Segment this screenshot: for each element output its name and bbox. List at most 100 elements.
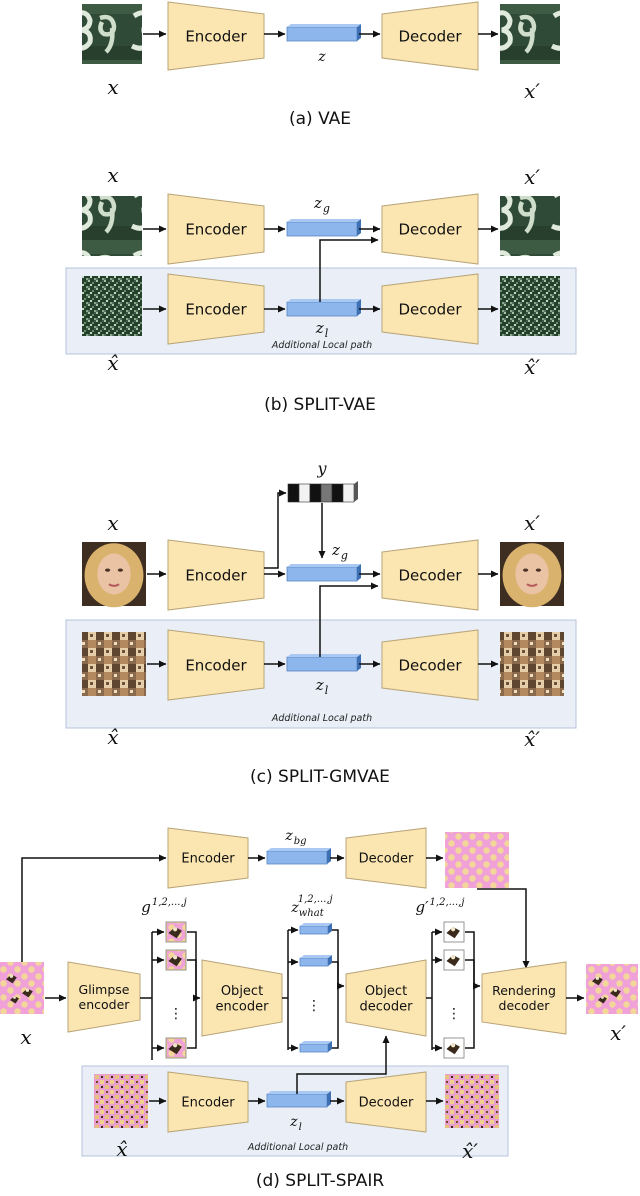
- splitvae-latent-zl-front: [286, 301, 358, 317]
- splitvae-arrow-local-to-decoder: [319, 236, 379, 302]
- splitvae-x-hat-prime-label: x̂′: [524, 355, 540, 379]
- gmvae-encoder-global-label: Encoder: [185, 566, 247, 584]
- splitvae-latent-zl-top: [287, 299, 361, 302]
- spair-glimpse-merge-0: [187, 931, 197, 998]
- spair-glimpse-encoder-label-1: Glimpse: [79, 982, 130, 997]
- spair-object-encoder-label-2: encoder: [216, 999, 270, 1014]
- gmvae-local-path-label: Additional Local path: [271, 713, 372, 724]
- gmvae-y-onehot: [287, 481, 358, 503]
- spair-zbg-label: zbg: [284, 828, 306, 847]
- vae-x-prime-label: x′: [524, 79, 540, 103]
- splitvae-zg-label: zg: [313, 194, 330, 215]
- gmvae-output-face-eye-l: [523, 568, 529, 572]
- vae-decoder: [381, 1, 479, 71]
- vae-x-label: x: [107, 75, 118, 99]
- spair-glimpse-merge-1: [187, 959, 197, 998]
- spair-glimpse-j-object: [168, 1043, 182, 1055]
- splitvae-output-image: [500, 196, 560, 256]
- spair-glimpse-1-object: [168, 927, 182, 939]
- math-script: bg: [294, 836, 307, 847]
- gmvae-latent-zg-front: [286, 566, 358, 582]
- math-script: l: [325, 327, 329, 340]
- gmvae-x-hat-label: x̂: [107, 725, 118, 749]
- splitvae-decoder-global-label: Decoder: [398, 220, 462, 238]
- spair-input-object-2: [22, 988, 33, 998]
- vae-encoder-label: Encoder: [185, 27, 247, 45]
- spair-glimpse-ellipsis: ⋮: [169, 1006, 183, 1022]
- gmvae-latent-zg-top: [287, 564, 361, 567]
- math-script: g: [323, 202, 330, 215]
- vae-latent-z: [286, 24, 361, 42]
- spair-gprime-1-object: [446, 927, 460, 939]
- spair-gprime-1-object-spot: [451, 927, 456, 932]
- math-script: 1,2,...,j: [430, 897, 465, 908]
- spair-output-object-3: [598, 996, 607, 1004]
- spair-x-hat-prime-label: x̂′: [462, 1139, 478, 1163]
- spair-input-object-2-spot: [25, 988, 30, 992]
- spair-latent-zl-front: [266, 1093, 328, 1108]
- spair-rendering-decoder-label-2: decoder: [499, 998, 551, 1013]
- gmvae-decoder-global: [381, 539, 479, 611]
- spair-arrow-bg-to-render: [477, 888, 530, 969]
- splitvae-latent-zl: [286, 299, 361, 317]
- splitvae-latent-zg-top: [287, 219, 361, 222]
- spair-input-object-1: [6, 974, 17, 984]
- spair-local-input-image: [94, 1074, 148, 1128]
- vae-encoder: [167, 1, 265, 71]
- splitvae-x-prime-label: x′: [524, 165, 540, 189]
- gmvae-arrow-local-to-decoder: [319, 582, 379, 657]
- math-script: g: [341, 549, 348, 562]
- splitvae-decoder-local: [381, 273, 479, 345]
- vae-latent-z-top: [287, 24, 361, 27]
- spair-latent-zl-side: [327, 1091, 331, 1107]
- spair-latent-zwhat-1-front: [299, 925, 329, 935]
- vae-latent-z-side: [357, 24, 361, 41]
- spair-latent-zwhat-2-side: [328, 955, 332, 966]
- gmvae-decoder-local-label: Decoder: [398, 656, 462, 674]
- spair-encoder-local-label: Encoder: [181, 1096, 235, 1111]
- spair-latent-zwhat-2-front: [299, 957, 329, 967]
- spair-latent-zbg-front: [266, 850, 328, 865]
- gmvae-latent-zl-front: [286, 656, 358, 672]
- gmvae-y-label: y: [316, 459, 327, 478]
- spair-latent-zl: [266, 1091, 331, 1108]
- splitvae-x-hat-label: x̂: [107, 351, 118, 375]
- spair-encoder-bg: [167, 827, 249, 889]
- spair-decoder-local-label: Decoder: [359, 1096, 414, 1111]
- splitvae-decoder-local-label: Decoder: [398, 300, 462, 318]
- splitvae-local-output-image: [500, 276, 560, 336]
- spair-what-merge-0: [332, 929, 339, 986]
- spair-object-decoder-label-2: decoder: [360, 999, 414, 1014]
- splitvae-latent-zl-side: [357, 299, 361, 316]
- spair-x-label: x: [20, 1025, 31, 1049]
- spair-what-merge-1: [332, 961, 339, 986]
- math-script: what: [299, 908, 325, 919]
- onehot-cell: [320, 483, 333, 503]
- spair-gprime-merge-0: [465, 931, 475, 986]
- spair-object-decoder-label-1: Object: [365, 984, 407, 999]
- spair-x-hat-label: x̂: [116, 1137, 127, 1161]
- spair-arrow-input-to-bg: [21, 854, 167, 962]
- gmvae-latent-zl: [286, 654, 361, 672]
- spair-decoder-local: [345, 1071, 427, 1133]
- spair-object-decoder: [345, 959, 427, 1037]
- math-script: 1,2,...,j: [152, 897, 187, 908]
- spair-input-object-1-spot: [9, 974, 14, 978]
- spair-glimpse-1-object-spot: [173, 927, 178, 932]
- spair-latent-zbg-top: [267, 848, 331, 851]
- spair-latent-zl-top: [267, 1091, 331, 1094]
- vae-z-label: z: [317, 49, 326, 65]
- spair-latent-zbg: [266, 848, 331, 865]
- math-script: l: [325, 684, 329, 697]
- gmvae-x-label: x: [107, 511, 118, 535]
- spair-rendering-decoder-label-1: Rendering: [492, 983, 556, 998]
- onehot-cell: [287, 483, 300, 503]
- gmvae-local-panel: [65, 619, 577, 729]
- spair-local-panel: [81, 1065, 509, 1157]
- spair-x-prime-label: x′: [610, 1021, 626, 1045]
- vae-latent-z-front: [286, 26, 358, 42]
- onehot-cell: [298, 483, 311, 503]
- gmvae-x-hat-prime-label: x̂′: [524, 727, 540, 751]
- spair-glimpse-j-object-spot: [173, 1043, 178, 1048]
